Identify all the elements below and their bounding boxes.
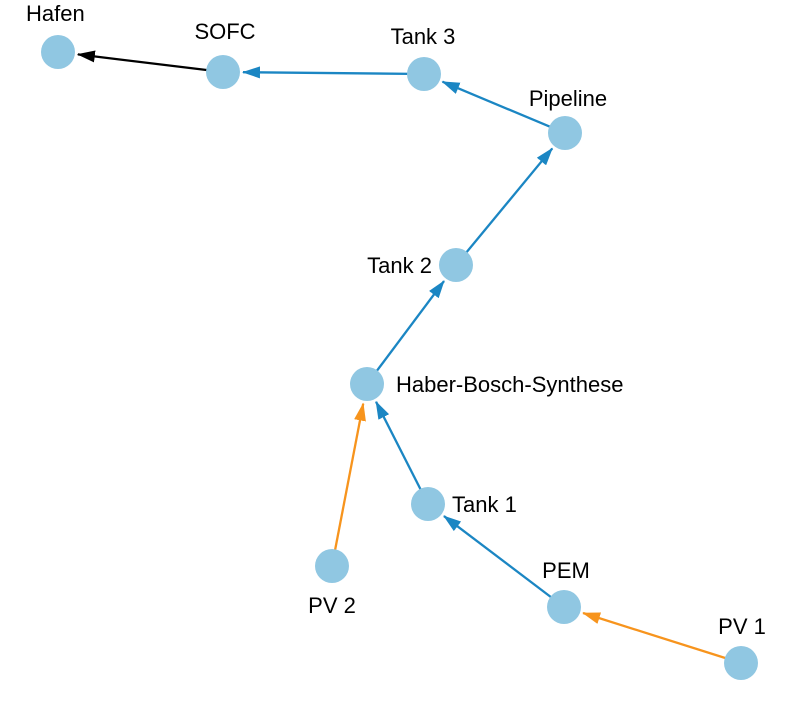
edge-pv1-pem (582, 611, 742, 665)
node-sofc[interactable] (206, 55, 240, 89)
edge-pv2-hbs (330, 402, 366, 567)
node-pv1[interactable] (724, 646, 758, 680)
node-label-pv2: PV 2 (308, 593, 356, 618)
node-label-tank3: Tank 3 (391, 24, 456, 49)
node-hbs[interactable] (350, 367, 384, 401)
edge-sofc-hafen (76, 50, 224, 74)
node-pv2[interactable] (315, 549, 349, 583)
node-label-hbs: Haber-Bosch-Synthese (396, 372, 623, 397)
node-tank1[interactable] (411, 487, 445, 521)
node-label-pipeline: Pipeline (529, 86, 607, 111)
node-label-hafen: Hafen (26, 1, 85, 26)
node-label-tank2: Tank 2 (367, 253, 432, 278)
node-pipeline[interactable] (548, 116, 582, 150)
node-label-sofc: SOFC (194, 19, 255, 44)
edge-pipeline-tank3 (441, 80, 566, 135)
edge-hbs-tank2 (366, 280, 445, 385)
node-label-pem: PEM (542, 558, 590, 583)
node-hafen[interactable] (41, 35, 75, 69)
edge-pem-tank1 (443, 515, 565, 608)
node-tank2[interactable] (439, 248, 473, 282)
edge-tank2-pipeline (455, 147, 554, 266)
edge-tank1-hbs (375, 400, 430, 505)
node-label-pv1: PV 1 (718, 614, 766, 639)
node-pem[interactable] (547, 590, 581, 624)
node-tank3[interactable] (407, 57, 441, 91)
node-label-tank1: Tank 1 (452, 492, 517, 517)
edge-tank3-sofc (241, 66, 425, 79)
